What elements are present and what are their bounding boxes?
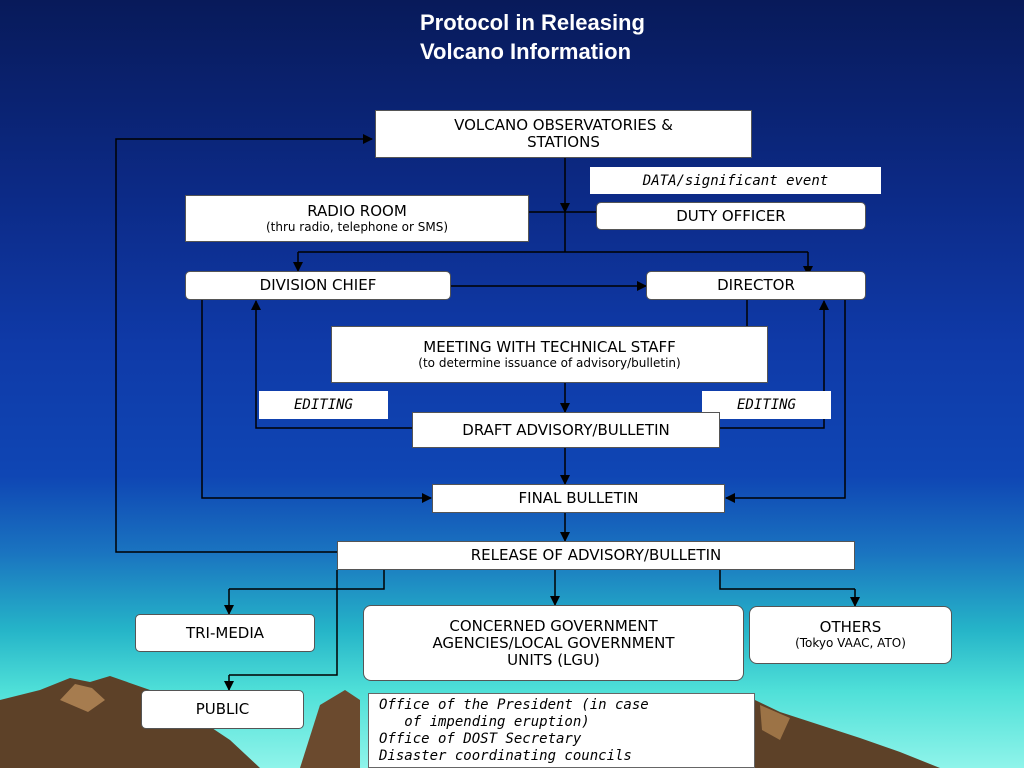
mountain-left-highlight	[60, 684, 105, 712]
box-release: RELEASE OF ADVISORY/BULLETIN	[337, 541, 855, 570]
box-final-bulletin: FINAL BULLETIN	[432, 484, 725, 513]
office-note: Office of the President (in case of impe…	[368, 693, 755, 768]
arrow-editing-left	[251, 300, 412, 429]
title-line-2: Volcano Information	[420, 39, 632, 64]
box-others: OTHERS (Tokyo VAAC, ATO)	[749, 606, 952, 664]
mountain-right-highlight	[760, 705, 790, 740]
title-line-1: Protocol in Releasing	[420, 10, 645, 35]
label-editing-left: EDITING	[259, 391, 388, 419]
mountain-right	[755, 700, 940, 768]
box-division-chief: DIVISION CHIEF	[185, 271, 451, 300]
office-note-line-3: Office of DOST Secretary	[379, 731, 582, 747]
office-note-line-4: Disaster coordinating councils	[379, 748, 632, 764]
office-note-line-2: of impending eruption)	[379, 714, 590, 730]
arrow-editing-right	[720, 300, 829, 429]
concerned-line-1: CONCERNED GOVERNMENT	[449, 616, 658, 635]
box-radio-room: RADIO ROOM (thru radio, telephone or SMS…	[185, 195, 529, 242]
office-note-line-1: Office of the President (in case	[379, 697, 649, 713]
mountain-center	[300, 690, 360, 768]
radio-room-label: RADIO ROOM	[307, 201, 407, 220]
observatories-line-1: VOLCANO OBSERVATORIES &	[454, 116, 673, 134]
others-sub: (Tokyo VAAC, ATO)	[795, 636, 906, 650]
label-editing-right: EDITING	[702, 391, 831, 419]
arrow-director-to-final	[725, 300, 846, 503]
box-draft: DRAFT ADVISORY/BULLETIN	[412, 412, 720, 448]
box-concerned-agencies: CONCERNED GOVERNMENT AGENCIES/LOCAL GOVE…	[363, 605, 744, 681]
meeting-label: MEETING WITH TECHNICAL STAFF	[423, 337, 676, 356]
box-tri-media: TRI-MEDIA	[135, 614, 315, 652]
concerned-line-3: UNITS (LGU)	[507, 650, 600, 669]
line-release-to-public	[229, 570, 338, 676]
radio-room-sub: (thru radio, telephone or SMS)	[265, 219, 449, 234]
box-meeting: MEETING WITH TECHNICAL STAFF (to determi…	[331, 326, 768, 383]
box-director: DIRECTOR	[646, 271, 866, 300]
concerned-line-2: AGENCIES/LOCAL GOVERNMENT	[432, 633, 675, 652]
arrow-chief-to-final	[201, 300, 432, 503]
box-observatories: VOLCANO OBSERVATORIES & STATIONS	[375, 110, 752, 158]
meeting-sub: (to determine issuance of advisory/bulle…	[418, 355, 681, 370]
box-duty-officer: DUTY OFFICER	[596, 202, 866, 230]
line-release-right	[719, 570, 855, 590]
observatories-line-2: STATIONS	[527, 133, 600, 151]
others-label: OTHERS	[819, 618, 882, 636]
label-data-event: DATA/significant event	[590, 167, 881, 194]
line-release-left	[229, 570, 385, 590]
arrow-feedback-to-observatories	[115, 134, 373, 553]
page-title: Protocol in Releasing Volcano Informatio…	[420, 8, 645, 66]
box-public: PUBLIC	[141, 690, 304, 729]
